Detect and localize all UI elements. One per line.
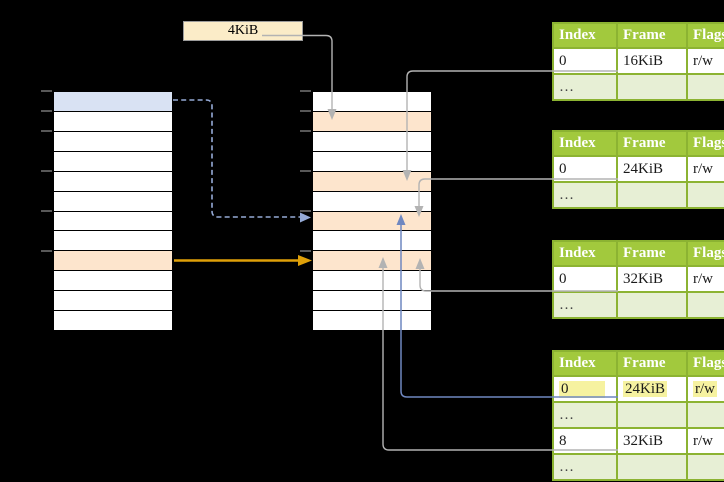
table-header-cell: Flags: [686, 22, 724, 49]
memory-row-6: [54, 191, 172, 212]
memory-row-5: [54, 171, 172, 192]
memory-row-6: [313, 191, 431, 212]
table-cell: 0: [552, 375, 618, 403]
memory-row-9: [54, 251, 172, 272]
page-size-label: 4KiB: [227, 23, 259, 38]
memory-row-10: [54, 271, 172, 292]
memory-row-9: [313, 251, 431, 272]
memory-row-1: [54, 92, 172, 112]
table-header-cell: Frame: [616, 240, 688, 267]
table-row: …: [552, 291, 724, 319]
memory-row-11: [54, 291, 172, 312]
table-header-cell: Flags: [686, 130, 724, 157]
table-cell: [616, 73, 688, 101]
table-cell: r/w: [686, 47, 724, 75]
memory-row-7: [313, 211, 431, 232]
table-cell: [616, 291, 688, 319]
table-row: …: [552, 453, 724, 481]
table-cell: r/w: [686, 265, 724, 293]
table-header-cell: Frame: [616, 22, 688, 49]
table-header-cell: Index: [552, 240, 618, 267]
table-row: …: [552, 401, 724, 429]
table-cell: …: [552, 181, 618, 209]
table-cell: [686, 181, 724, 209]
table-header-cell: Index: [552, 22, 618, 49]
table-cell: 32KiB: [616, 427, 688, 455]
memory-row-1: [313, 92, 431, 112]
memory-row-8: [313, 231, 431, 252]
arrow-virtual-page-dashed: [173, 99, 311, 223]
page-size-label-box: 4KiB: [183, 21, 303, 41]
table-header-cell: Flags: [686, 240, 724, 267]
table-header-cell: Frame: [616, 130, 688, 157]
table-cell: 24KiB: [616, 155, 688, 183]
memory-row-12: [54, 311, 172, 331]
table-cell: 24KiB: [616, 375, 688, 403]
memory-row-4: [313, 151, 431, 172]
table-cell: 0: [552, 47, 618, 75]
table-cell: [686, 401, 724, 429]
table-cell: 0: [552, 155, 618, 183]
table-header-cell: Index: [552, 350, 618, 377]
table-header-cell: Frame: [616, 350, 688, 377]
table-cell: 16KiB: [616, 47, 688, 75]
memory-row-10: [313, 271, 431, 292]
tick-marks-left: [41, 90, 52, 252]
memory-row-8: [54, 231, 172, 252]
memory-row-5: [313, 171, 431, 192]
table-cell: [616, 181, 688, 209]
table-header-cell: Index: [552, 130, 618, 157]
table-cell: 0: [552, 265, 618, 293]
virtual-memory-column: [53, 91, 173, 331]
table-cell: [686, 73, 724, 101]
table-cell: [686, 453, 724, 481]
table-cell: …: [552, 453, 618, 481]
table-cell: [686, 291, 724, 319]
table-cell: …: [552, 401, 618, 429]
table-cell: [616, 453, 688, 481]
table-cell: r/w: [686, 155, 724, 183]
tick-marks-middle: [300, 90, 311, 252]
table-cell: r/w: [686, 375, 724, 403]
memory-row-4: [54, 151, 172, 172]
memory-row-7: [54, 211, 172, 232]
table-cell: [616, 401, 688, 429]
table-row: …: [552, 181, 724, 209]
memory-row-2: [313, 111, 431, 132]
memory-row-3: [313, 131, 431, 152]
table-cell: …: [552, 291, 618, 319]
table-cell: …: [552, 73, 618, 101]
table-cell: 32KiB: [616, 265, 688, 293]
physical-memory-column: [312, 91, 432, 331]
memory-row-3: [54, 131, 172, 152]
memory-row-12: [313, 311, 431, 331]
table-row: …: [552, 73, 724, 101]
table-header-cell: Flags: [686, 350, 724, 377]
table-cell: r/w: [686, 427, 724, 455]
memory-row-2: [54, 111, 172, 132]
memory-row-11: [313, 291, 431, 312]
arrow-virtual-page-orange: [174, 255, 312, 266]
table-cell: 8: [552, 427, 618, 455]
